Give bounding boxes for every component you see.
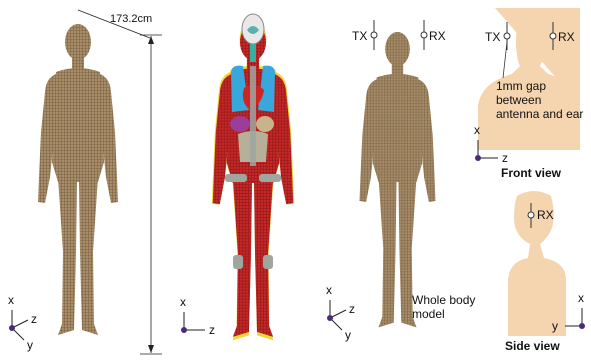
axis-y-label: y (552, 319, 558, 333)
axis-x-label: x (326, 283, 332, 297)
trachea-region (250, 44, 256, 62)
axis-origin-dot (579, 323, 585, 329)
whole-body-label-line1: Whole body (412, 293, 475, 307)
height-label: 173.2cm (110, 13, 152, 25)
side-view-title: Side view (505, 339, 560, 353)
front-tx-antenna-icon (504, 22, 510, 50)
pelvis-left (225, 174, 247, 182)
arrow-down-icon (148, 345, 154, 353)
right-knee-bone (263, 255, 273, 269)
axis-x-label: x (578, 291, 584, 305)
tx-antenna-icon (371, 20, 377, 50)
axis-z-label: z (349, 302, 355, 316)
axis-triad-3: x z y (326, 283, 355, 342)
axis-x-label: x (474, 123, 480, 137)
axis-origin-dot (9, 325, 15, 331)
gap-note-line2: between (496, 93, 541, 107)
front-view-title: Front view (501, 166, 562, 180)
front-tx-label: TX (485, 30, 500, 44)
axis-z-label: z (31, 312, 37, 326)
axis-x-label: x (180, 295, 186, 309)
tx-label: TX (352, 29, 367, 43)
axis-triad-2: x z (180, 295, 215, 337)
gap-leader-line (503, 42, 507, 78)
axis-y-label: y (27, 338, 33, 352)
axis-z-label: z (502, 151, 508, 165)
axis-z-label: z (209, 323, 215, 337)
axis-origin-dot (475, 155, 481, 161)
side-rx-label: RX (537, 208, 554, 222)
front-rx-label: RX (558, 30, 575, 44)
gap-note-line1: 1mm gap (496, 79, 546, 93)
front-view-panel: TX RX 1mm gap between antenna and ear x … (474, 8, 583, 180)
axis-x-label: x (8, 293, 14, 307)
whole-body-model (360, 32, 436, 327)
spine-region (250, 66, 256, 166)
whole-body-label-line2: model (412, 307, 445, 321)
whole-body-antenna-panel: TX RX Whole body model x z y (326, 20, 475, 342)
axis-triad-1: x z y (8, 293, 37, 352)
liver-region (230, 116, 250, 132)
gap-note-line3: antenna and ear (496, 107, 583, 121)
axis-y-label: y (345, 328, 351, 342)
rx-label: RX (429, 29, 446, 43)
voxel-body-height-panel: 173.2cm x z y (8, 10, 162, 354)
rx-antenna-icon (421, 20, 427, 50)
tissue-cross-section-panel: x z (180, 14, 294, 341)
voxel-body-model (38, 24, 118, 335)
axis-origin-dot (181, 327, 187, 333)
stomach-region (256, 116, 274, 132)
axis-origin-dot (327, 315, 333, 321)
left-knee-bone (233, 255, 243, 269)
side-view-panel: RX x y Side view (505, 191, 585, 353)
pelvis-right (259, 174, 281, 182)
